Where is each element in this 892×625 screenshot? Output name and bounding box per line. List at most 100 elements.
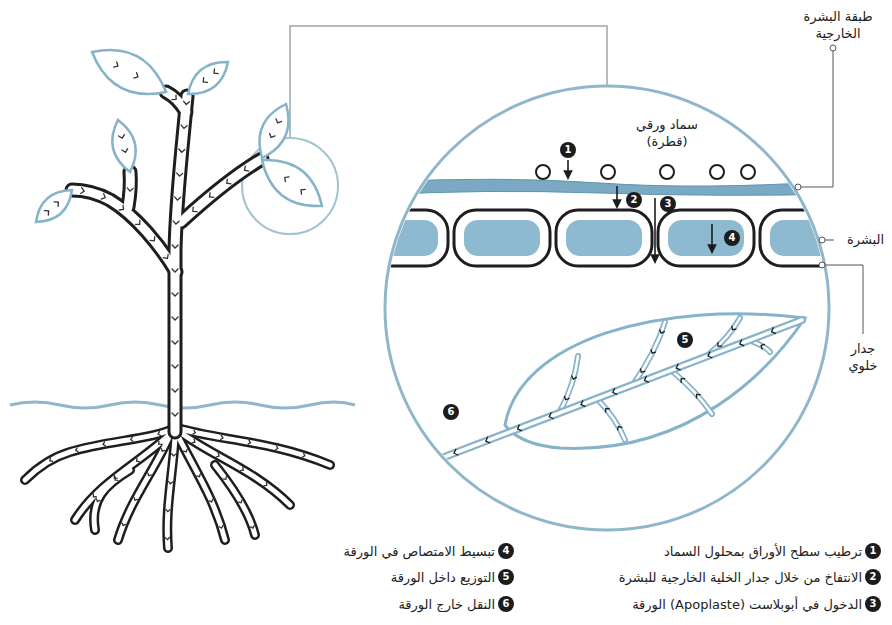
root [94,470,130,530]
cell-content [668,220,744,256]
droplet-label: سماد ورقي (قطرة) [622,116,712,150]
flow-arrow [238,500,242,504]
flow-arrow [172,413,178,416]
flow-arrow [730,326,736,331]
epidermis-cell [454,210,550,266]
flow-arrow [127,188,133,191]
step-arrow [711,224,713,252]
legend-text: النقل خارج الورقة [398,596,495,613]
leaf-vein [671,370,713,414]
step-arrows [568,160,712,262]
epidermis-cell [250,210,346,266]
flow-arrow [516,425,521,432]
flow-arrow [760,343,765,349]
plant-drawing [25,50,330,548]
flow-arrow [130,437,133,441]
zoom-source-circle [242,138,338,234]
flow-arrow [121,523,125,526]
flow-arrow [223,477,227,481]
flow-arrow [172,245,178,248]
leaf [92,50,166,94]
cell-content [260,220,336,256]
flow-arrow [248,440,251,444]
leader-line [825,265,863,334]
cell-content [566,220,642,256]
flow-arrow [201,78,207,85]
cell-content [464,220,540,256]
legend-text: التوزيع داخل الورقة [391,569,495,586]
flow-arrow [119,205,125,212]
root [178,428,330,465]
flow-arrow [716,343,721,348]
flow-arrow [197,474,201,478]
cuticle-band [380,179,840,195]
flow-arrow [243,166,249,173]
flow-arrow [221,435,224,439]
legend-text: تبسيط الامتصاص في الورقة [344,543,495,560]
callout-number: 3 [660,196,676,212]
leader-line [825,240,834,241]
leaf [259,104,288,158]
cell-content [770,220,846,256]
flow-arrow [163,254,170,260]
flow-arrow [176,173,182,177]
stem [175,96,187,432]
cell-wall-label: جدار خلوي [838,340,888,374]
callout-number: 1 [865,543,881,559]
flow-arrow [612,389,617,396]
epidermis-label: البشرة [847,231,884,248]
flow-arrow [212,69,218,76]
droplet [710,165,724,179]
callout-number: 1 [560,142,576,158]
legend-text: الدخول في أبوبلاست (Apoplaste) الورقة [632,596,862,613]
stem [72,190,176,272]
flow-arrow [604,407,609,412]
stem [166,92,186,112]
leaf [36,190,72,222]
stem [181,159,262,222]
flow-arrow [133,497,137,501]
droplet [660,165,674,179]
flow-arrow [695,393,700,398]
step-arrow [616,186,618,207]
flow-arrow [134,73,139,80]
flow-arrow [75,448,78,452]
flow-arrow [179,149,185,153]
flow-arrow [264,483,268,487]
callout-number: 2 [626,192,642,208]
leaf-vein [597,398,626,440]
flow-arrow [81,188,85,194]
flow-arrow [119,135,126,139]
epidermis-cell [658,210,754,266]
legend-text: ترطيب سطح الأوراق بمحلول السماد [664,543,862,560]
leaf-midrib [426,320,802,464]
flow-arrow [172,293,178,296]
flow-arrow [166,510,170,512]
callout-number: 4 [724,230,740,246]
step-arrow [654,198,656,262]
flow-arrow [160,449,164,453]
flow-arrow [209,499,213,502]
callout-number: 5 [677,332,693,348]
root [167,438,175,548]
flow-arrow [453,449,458,456]
epidermis-cell [760,210,856,266]
callout-number: 5 [498,569,514,585]
flow-arrow [275,119,282,124]
leader-lines [795,45,863,334]
flow-arrow [114,477,118,481]
flow-arrow [192,439,196,443]
leader-dot [819,237,825,243]
flow-arrow [216,453,220,457]
callout-number: 2 [865,569,881,585]
flow-arrow [485,437,490,444]
flow-arrow [44,209,50,215]
flow-arrow [135,458,139,462]
flow-arrow [675,364,680,371]
flow-arrow [135,220,141,226]
flow-arrow [302,453,305,457]
leaf-midrib [426,320,802,464]
flow-arrow [770,328,775,335]
leaf-drawing [426,314,805,464]
